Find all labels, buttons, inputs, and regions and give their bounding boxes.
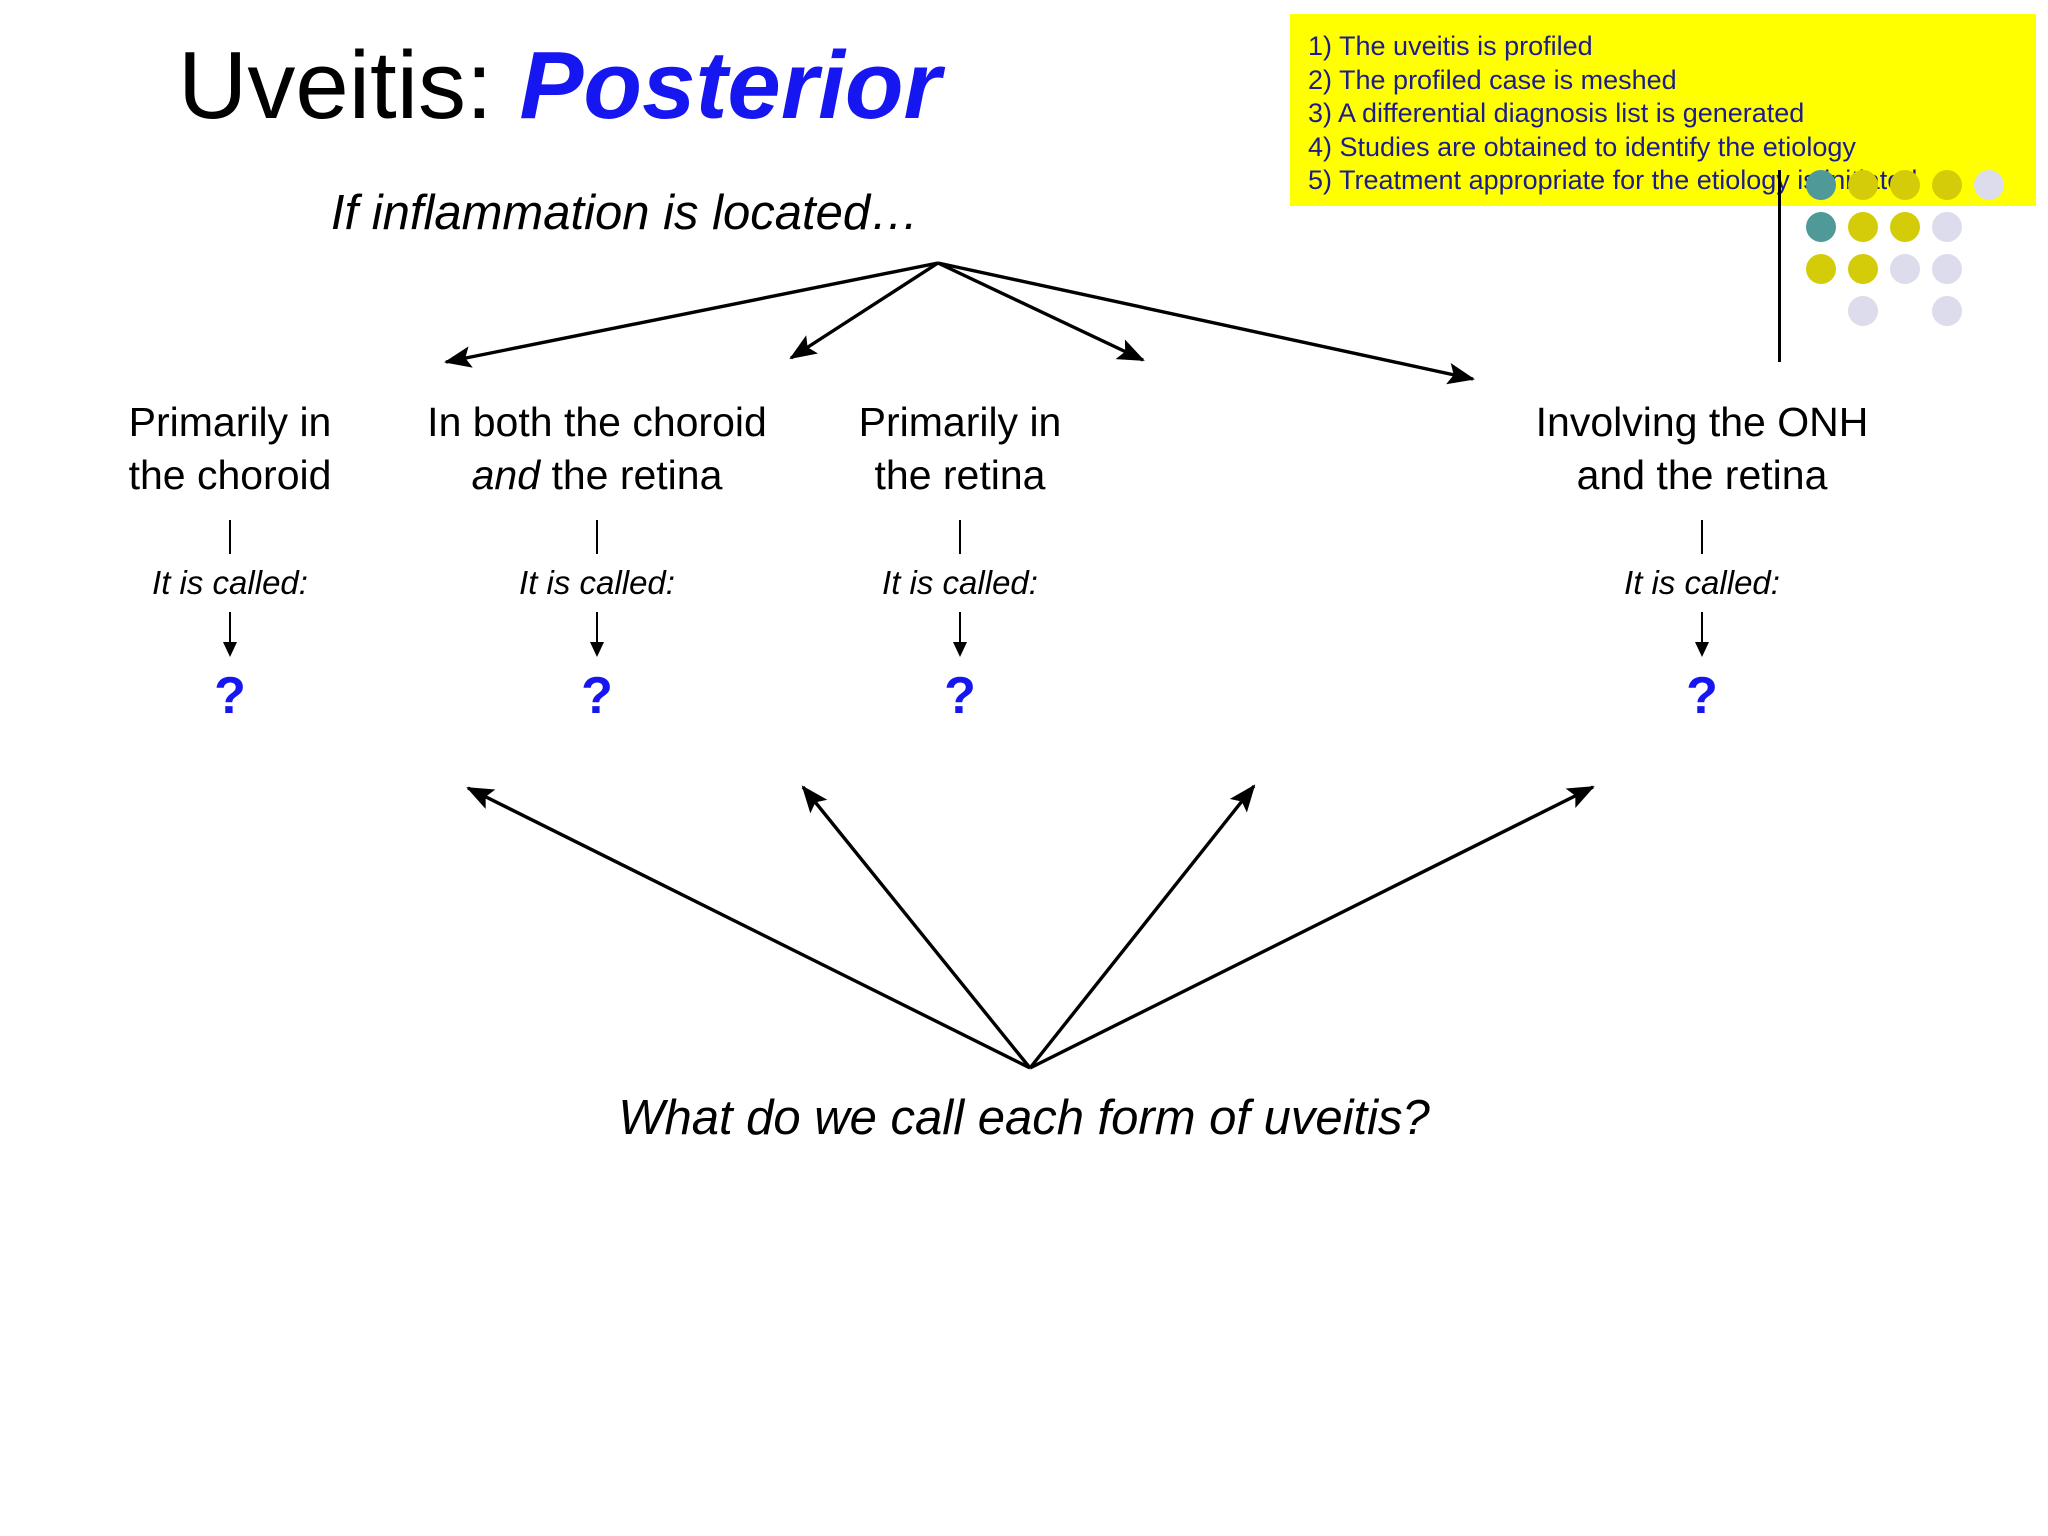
branch-label-line1: Primarily in bbox=[858, 399, 1062, 445]
arrow-shaft bbox=[959, 612, 961, 646]
branch-answer-placeholder: ? bbox=[944, 667, 976, 725]
arrow-from-question-3 bbox=[1028, 784, 1256, 1070]
logo-dot-olive bbox=[1890, 212, 1920, 242]
branch-answer-placeholder: ? bbox=[581, 667, 613, 725]
logo-dot-olive bbox=[1848, 170, 1878, 200]
subtitle-text: If inflammation is located… bbox=[330, 186, 920, 240]
logo-dot-teal bbox=[1806, 170, 1836, 200]
logo-dot-olive bbox=[1932, 170, 1962, 200]
logo-dot-olive bbox=[1848, 212, 1878, 242]
branch-down-arrow bbox=[219, 612, 241, 658]
branch-connector-tick bbox=[959, 520, 961, 554]
branch-label-rest: the retina bbox=[551, 452, 723, 498]
arrow-to-branch-2 bbox=[789, 261, 939, 360]
page-title: Uveitis: Posterior bbox=[178, 38, 941, 134]
protocol-item: 3) A differential diagnosis list is gene… bbox=[1308, 98, 1805, 128]
logo-dot-lavender bbox=[1974, 170, 2004, 200]
branch-column-choroid: Primarily in the choroid It is called: ? bbox=[40, 396, 420, 722]
branch-called-label: It is called: bbox=[152, 564, 308, 601]
branch-down-arrow bbox=[949, 612, 971, 658]
branch-answer-placeholder: ? bbox=[1686, 667, 1718, 725]
branch-column-retina: Primarily in the retina It is called: ? bbox=[770, 396, 1150, 722]
branch-answer-placeholder: ? bbox=[214, 667, 246, 725]
arrow-from-question-1 bbox=[466, 786, 1031, 1070]
branch-connector-tick bbox=[1701, 520, 1703, 554]
logo-dot-olive bbox=[1806, 254, 1836, 284]
dot-grid-logo bbox=[1778, 170, 2048, 370]
protocol-item: 2) The profiled case is meshed bbox=[1308, 64, 1677, 95]
branch-label-line2: the choroid bbox=[128, 452, 332, 498]
arrow-from-question-4 bbox=[1029, 785, 1595, 1070]
logo-vertical-rule bbox=[1778, 170, 1781, 362]
bottom-question-text: What do we call each form of uveitis? bbox=[618, 1091, 1430, 1145]
arrow-shaft bbox=[1701, 612, 1703, 646]
arrow-to-branch-4 bbox=[937, 261, 1475, 385]
arrow-head bbox=[590, 642, 604, 657]
logo-dot-lavender bbox=[1932, 296, 1962, 326]
arrow-shaft bbox=[596, 612, 598, 646]
branch-called-label: It is called: bbox=[1624, 564, 1780, 601]
branch-connector-tick bbox=[229, 520, 231, 554]
title-accent-text: Posterior bbox=[519, 32, 941, 139]
logo-dot-olive bbox=[1848, 254, 1878, 284]
branch-label-line1: Involving the ONH bbox=[1535, 399, 1869, 445]
branch-called-label: It is called: bbox=[882, 564, 1038, 601]
protocol-item: 1) The uveitis is profiled bbox=[1308, 31, 1593, 61]
arrow-head bbox=[1695, 642, 1709, 657]
branch-label-italic-word: and bbox=[471, 452, 541, 498]
arrow-to-branch-1 bbox=[444, 261, 939, 368]
arrow-from-question-2 bbox=[801, 785, 1032, 1070]
logo-dot-teal bbox=[1806, 212, 1836, 242]
branch-called-label: It is called: bbox=[519, 564, 675, 601]
arrow-to-branch-3 bbox=[937, 261, 1145, 362]
arrow-head bbox=[223, 642, 237, 657]
branch-column-onh-and-retina: Involving the ONH and the retina It is c… bbox=[1512, 396, 1892, 722]
logo-dot-olive bbox=[1890, 170, 1920, 200]
branch-connector-tick bbox=[596, 520, 598, 554]
branch-label-line2: and the retina bbox=[1576, 452, 1828, 498]
branch-label-line2: the retina bbox=[874, 452, 1046, 498]
branch-label-line2: and the retina bbox=[407, 449, 787, 502]
protocol-item: 4) Studies are obtained to identify the … bbox=[1308, 131, 1856, 162]
logo-dot-lavender bbox=[1932, 212, 1962, 242]
title-main-text: Uveitis: bbox=[178, 32, 520, 139]
branch-column-choroid-and-retina: In both the choroid and the retina It is… bbox=[407, 396, 787, 722]
arrow-head bbox=[953, 642, 967, 657]
branch-down-arrow bbox=[1691, 612, 1713, 658]
branch-label-line1: Primarily in bbox=[128, 399, 332, 445]
logo-dot-lavender bbox=[1890, 254, 1920, 284]
logo-dot-lavender bbox=[1932, 254, 1962, 284]
arrow-shaft bbox=[229, 612, 231, 646]
branch-label-line1: In both the choroid bbox=[427, 399, 767, 445]
logo-dot-lavender bbox=[1848, 296, 1878, 326]
branch-down-arrow bbox=[586, 612, 608, 658]
